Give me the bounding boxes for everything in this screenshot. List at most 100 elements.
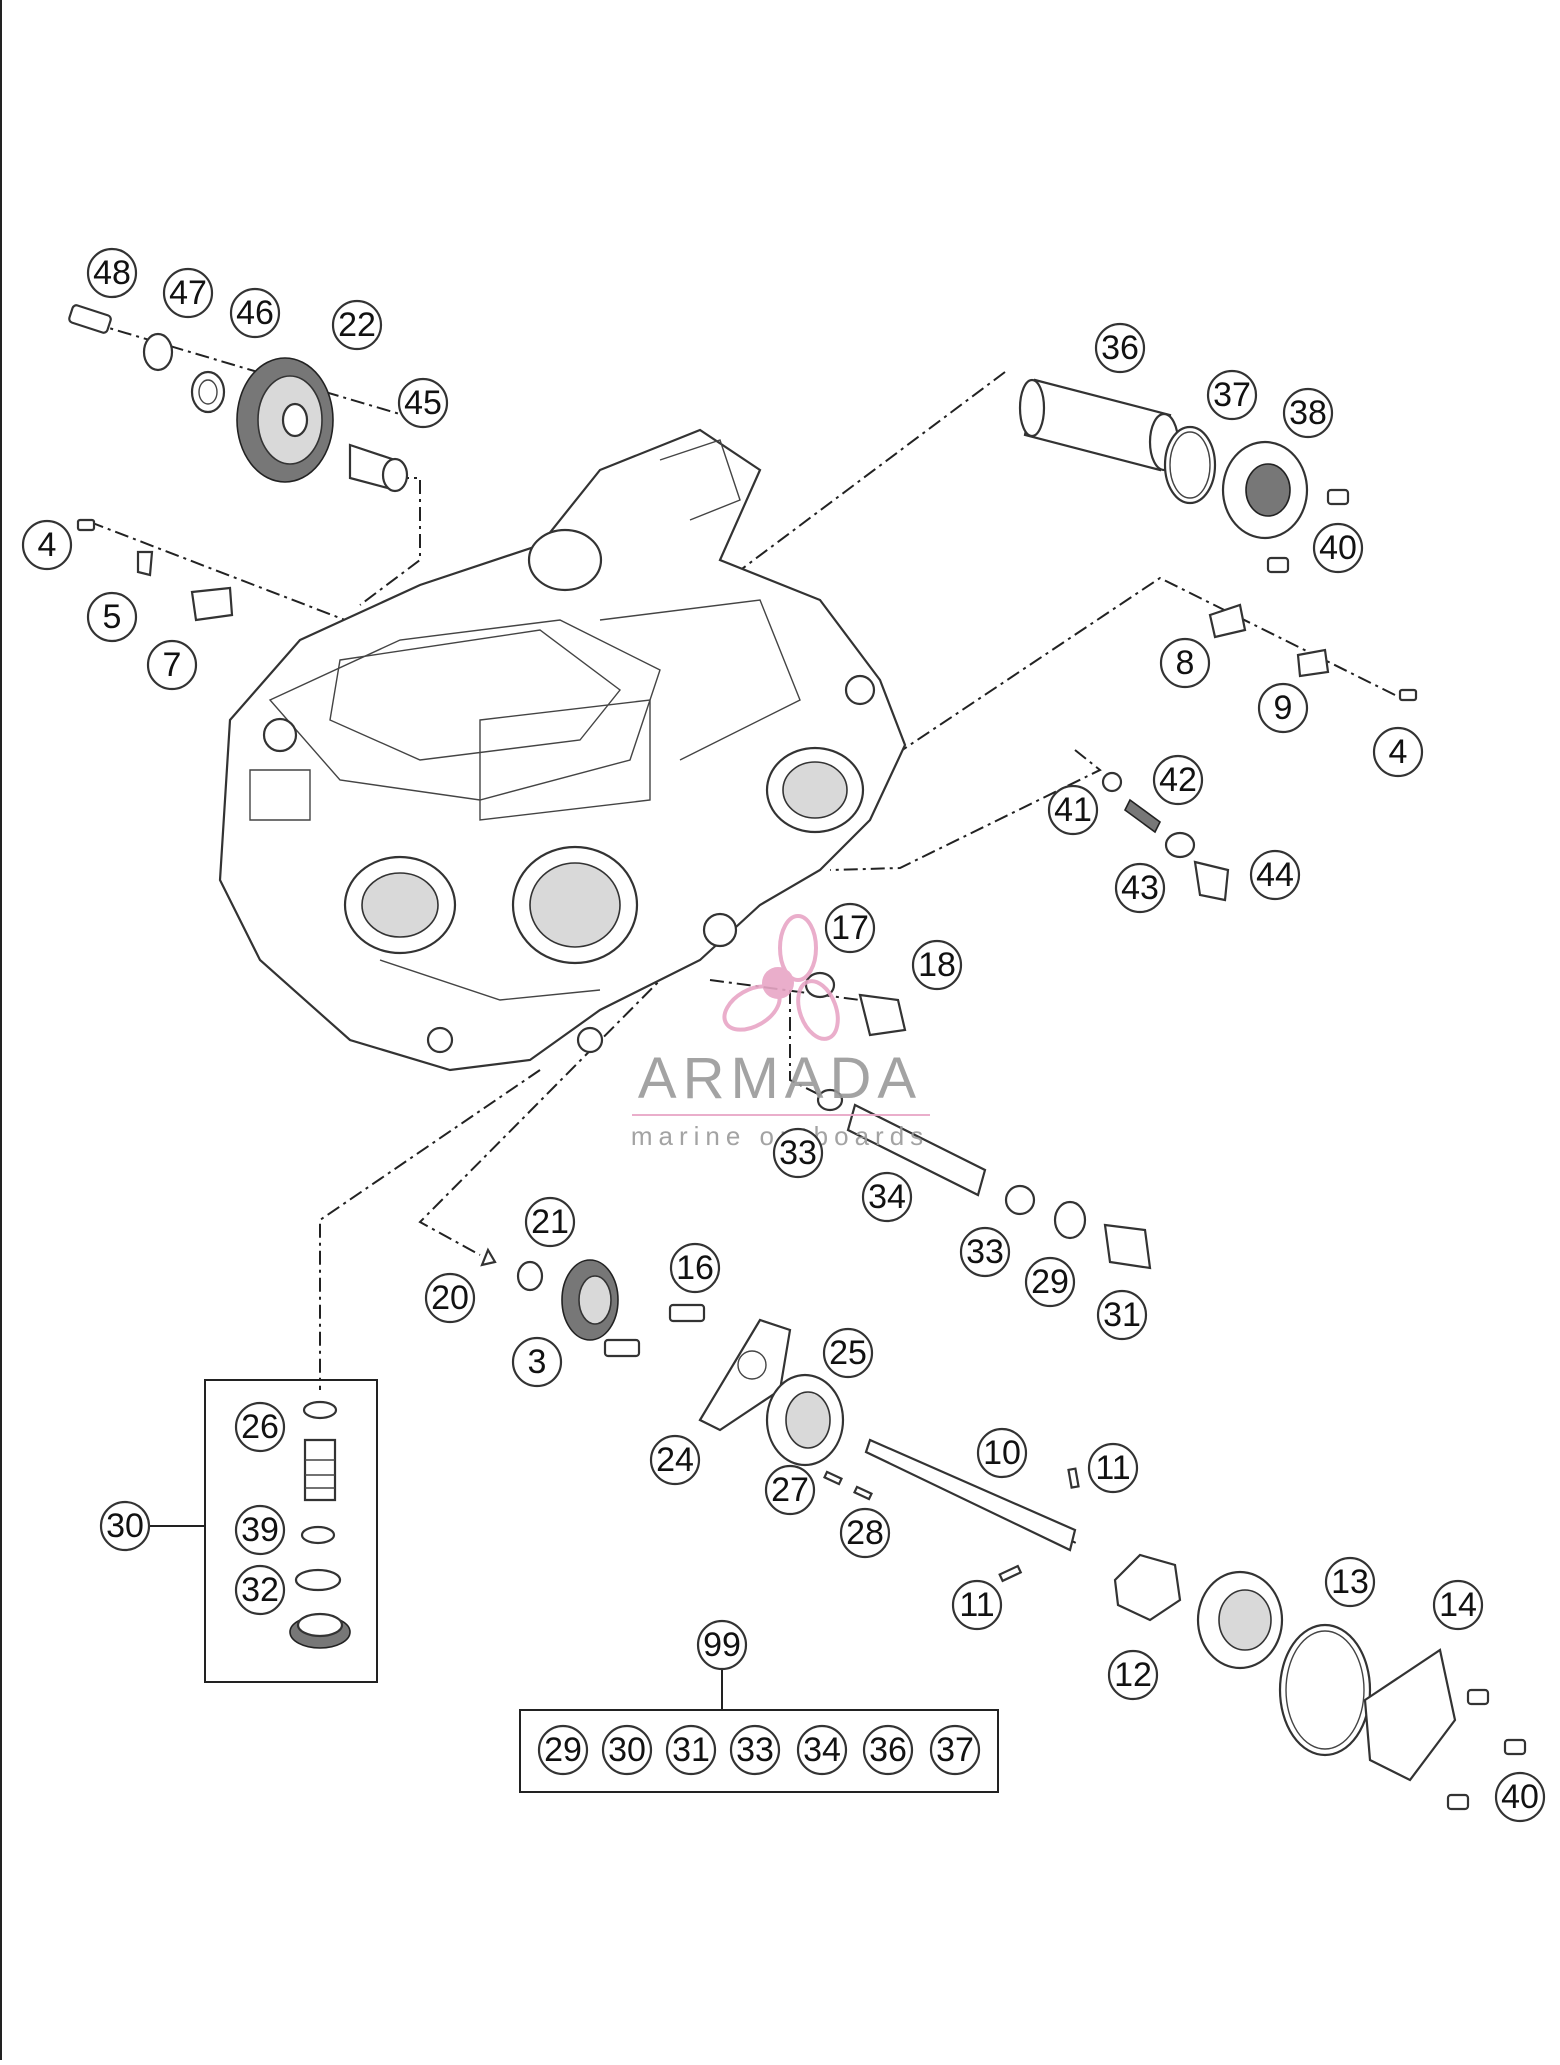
logo-hub [762, 967, 794, 999]
svg-text:42: 42 [1159, 761, 1197, 799]
svg-text:32: 32 [241, 1571, 279, 1609]
callout-48: 48 [86, 247, 138, 299]
svg-text:33: 33 [966, 1233, 1004, 1271]
svg-text:48: 48 [93, 254, 131, 292]
logo-blade-right [796, 979, 840, 1041]
callout-47: 47 [162, 267, 214, 319]
svg-text:47: 47 [169, 274, 207, 312]
callout-29: 29 [1024, 1256, 1076, 1308]
frames [150, 1379, 999, 1793]
callout-33-upper: 33 [772, 1127, 824, 1179]
svg-text:11: 11 [959, 1586, 994, 1624]
svg-text:4: 4 [1389, 733, 1408, 771]
kit-99-item: 30 [601, 1724, 653, 1776]
svg-text:27: 27 [771, 1471, 809, 1509]
kit-99-item: 34 [796, 1724, 848, 1776]
svg-text:17: 17 [831, 909, 869, 947]
callout-36: 36 [1094, 322, 1146, 374]
callout-12: 12 [1107, 1649, 1159, 1701]
parts [68, 304, 1527, 1811]
callout-21: 21 [524, 1196, 576, 1248]
svg-text:21: 21 [531, 1203, 569, 1241]
callout-20: 20 [424, 1272, 476, 1324]
callout-14: 14 [1432, 1579, 1484, 1631]
svg-text:22: 22 [338, 306, 376, 344]
callout-37-top: 37 [1206, 369, 1258, 421]
callout-45: 45 [397, 377, 449, 429]
callout-27: 27 [764, 1464, 816, 1516]
callout-28: 28 [839, 1507, 891, 1559]
svg-text:12: 12 [1114, 1656, 1152, 1694]
svg-text:14: 14 [1439, 1586, 1477, 1624]
callout-99: 99 [696, 1619, 748, 1671]
svg-text:29: 29 [544, 1731, 582, 1769]
kit-99-item: 37 [929, 1724, 981, 1776]
kit-99-item: 31 [665, 1724, 717, 1776]
svg-text:18: 18 [918, 946, 956, 984]
callout-18: 18 [911, 939, 963, 991]
callout-33-lower: 33 [959, 1226, 1011, 1278]
svg-text:8: 8 [1176, 644, 1195, 682]
svg-text:10: 10 [983, 1434, 1021, 1472]
svg-text:25: 25 [829, 1334, 867, 1372]
kit-box-99 [519, 1709, 999, 1793]
svg-text:40: 40 [1319, 529, 1357, 567]
callout-16: 16 [669, 1242, 721, 1294]
callout-26: 26 [234, 1401, 286, 1453]
svg-text:34: 34 [868, 1178, 906, 1216]
svg-text:34: 34 [803, 1731, 841, 1769]
kit-99-item: 29 [537, 1724, 589, 1776]
callout-25: 25 [822, 1327, 874, 1379]
svg-text:29: 29 [1031, 1263, 1069, 1301]
callout-34: 34 [861, 1171, 913, 1223]
kit-99-item: 36 [862, 1724, 914, 1776]
logo-blade-top [778, 914, 818, 982]
callout-4-left: 4 [21, 519, 73, 571]
svg-text:9: 9 [1274, 689, 1293, 727]
callout-9: 9 [1257, 682, 1309, 734]
svg-text:7: 7 [163, 646, 182, 684]
callout-8: 8 [1159, 637, 1211, 689]
svg-text:45: 45 [404, 384, 442, 422]
callout-4-right: 4 [1372, 726, 1424, 778]
callout-31: 31 [1096, 1289, 1148, 1341]
callout-40-top: 40 [1312, 522, 1364, 574]
callout-40-bottom: 40 [1494, 1771, 1546, 1823]
svg-text:36: 36 [1101, 329, 1139, 367]
svg-text:30: 30 [106, 1507, 144, 1545]
callout-17: 17 [824, 902, 876, 954]
callout-22: 22 [331, 299, 383, 351]
svg-text:33: 33 [779, 1134, 817, 1172]
callout-32: 32 [234, 1564, 286, 1616]
svg-text:46: 46 [236, 294, 274, 332]
propeller-logo [722, 914, 840, 1041]
callout-41: 41 [1047, 784, 1099, 836]
crankcase [218, 428, 907, 1072]
svg-text:36: 36 [869, 1731, 907, 1769]
callout-43: 43 [1114, 862, 1166, 914]
callout-46: 46 [229, 287, 281, 339]
callout-11-upper: 11 [1087, 1442, 1139, 1494]
svg-text:31: 31 [1103, 1296, 1141, 1334]
svg-text:44: 44 [1256, 856, 1294, 894]
svg-text:13: 13 [1331, 1563, 1369, 1601]
svg-text:37: 37 [936, 1731, 974, 1769]
callout-3: 3 [511, 1336, 563, 1388]
svg-text:26: 26 [241, 1408, 279, 1446]
callout-24: 24 [649, 1434, 701, 1486]
callout-13: 13 [1324, 1556, 1376, 1608]
callout-39: 39 [234, 1504, 286, 1556]
svg-text:3: 3 [528, 1343, 547, 1381]
svg-text:43: 43 [1121, 869, 1159, 907]
svg-text:5: 5 [103, 598, 122, 636]
callout-7: 7 [146, 639, 198, 691]
svg-text:99: 99 [703, 1626, 741, 1664]
left-border-line [0, 0, 2, 2060]
callout-5: 5 [86, 591, 138, 643]
callout-42: 42 [1152, 754, 1204, 806]
svg-text:31: 31 [672, 1731, 710, 1769]
svg-text:41: 41 [1054, 791, 1092, 829]
svg-text:24: 24 [656, 1441, 694, 1479]
